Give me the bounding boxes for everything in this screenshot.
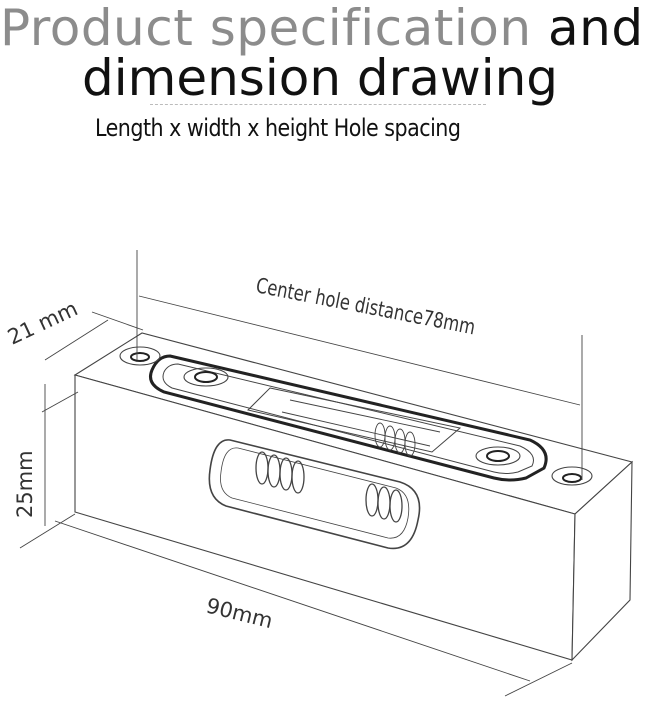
plate-screw-right [475, 446, 521, 466]
hole-distance-dimension [136, 250, 583, 480]
spring-left [255, 451, 305, 494]
hole-distance-label: Center hole distance78mm [254, 274, 477, 339]
title-divider [150, 104, 486, 105]
page-title-line1: Product specification and [0, 2, 657, 54]
front-slot [208, 439, 421, 550]
width-label: 21 mm [4, 296, 81, 349]
page-title-line2: dimension drawing [82, 49, 559, 107]
title-part-dark: and [547, 0, 644, 57]
block-outline [73, 332, 634, 662]
length-label: 90mm [204, 594, 275, 634]
subtitle: Length x width x height Hole spacing [95, 114, 461, 142]
length-dimension [54, 520, 573, 697]
plate-screw-left [183, 367, 229, 387]
mounting-hole-left [119, 346, 161, 366]
internal-springs-top [281, 399, 441, 457]
title-part-light: Product specification [0, 0, 532, 57]
mounting-hole-right [551, 466, 593, 486]
spring-right [365, 483, 403, 523]
height-dimension [19, 384, 79, 549]
top-plate [149, 354, 548, 482]
height-label: 25mm [13, 450, 37, 518]
width-dimension [44, 311, 144, 361]
